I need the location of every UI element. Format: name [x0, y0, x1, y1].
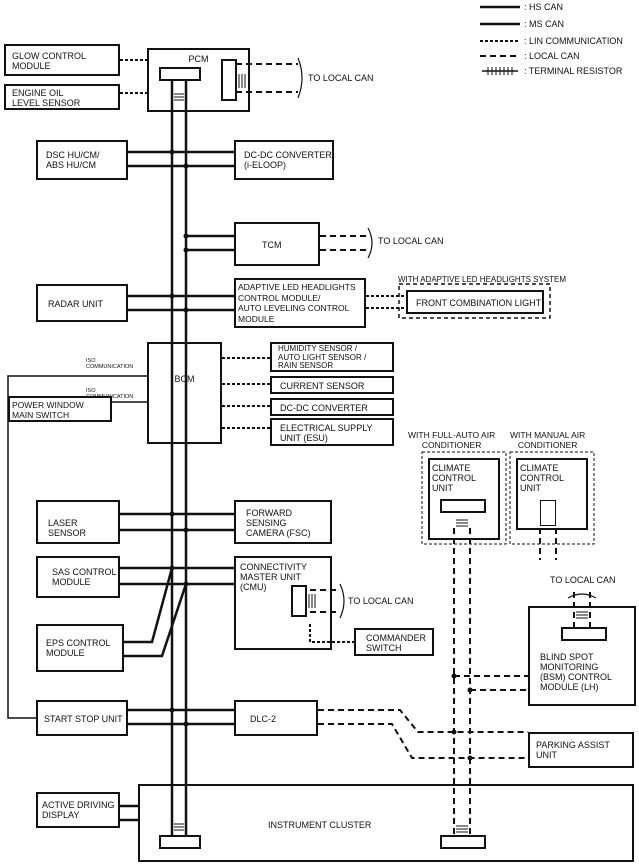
legend-ms-can: : MS CAN: [524, 19, 565, 29]
esu-label: ELECTRICAL SUPPLY UNIT (ESU): [280, 423, 373, 443]
parking-assist-label: PARKING ASSIST UNIT: [536, 740, 610, 760]
dcdc-converter: DC-DC CONVERTER: [270, 398, 394, 416]
sas-control-module: SAS CONTROL MODULE: [36, 556, 120, 598]
with-full-auto-note: WITH FULL-AUTO AIR CONDITIONER: [408, 430, 496, 450]
eps-label: EPS CONTROL MODULE: [46, 638, 111, 658]
engine-oil-label: ENGINE OIL LEVEL SENSOR: [12, 88, 81, 108]
power-window-label: POWER WINDOW MAIN SWITCH: [12, 400, 84, 420]
iso-comm-label-1: ISO COMMUNICATION: [86, 358, 134, 370]
esu-module: ELECTRICAL SUPPLY UNIT (ESU): [270, 418, 394, 446]
dcdc-ieloop-label: DC-DC CONVERTER (i-ELOOP): [244, 150, 332, 170]
climate-manual: CLIMATE CONTROL UNIT: [516, 458, 588, 530]
radar-unit: RADAR UNIT: [36, 284, 128, 322]
bsm-module: BLIND SPOT MONITORING (BSM) CONTROL MODU…: [528, 606, 636, 706]
legend-terminal-resistor: : TERMINAL RESISTOR: [524, 66, 623, 76]
active-driving-display: ACTIVE DRIVING DISPLAY: [36, 792, 120, 828]
commander-label: COMMANDER SWITCH: [366, 633, 426, 653]
bsm-label: BLIND SPOT MONITORING (BSM) CONTROL MODU…: [540, 652, 612, 692]
bcm-module: BCM: [147, 342, 222, 444]
legend-lin: : LIN COMMUNICATION: [524, 36, 623, 46]
humidity-label: HUMIDITY SENSOR / AUTO LIGHT SENSOR / RA…: [278, 344, 367, 370]
climate-full-label: CLIMATE CONTROL UNIT: [432, 463, 476, 493]
power-window-switch: POWER WINDOW MAIN SWITCH: [8, 396, 112, 422]
fsc-label: FORWARD SENSING CAMERA (FSC): [246, 508, 311, 538]
climate-manual-resistor: [540, 500, 556, 526]
with-adaptive-note: WITH ADAPTIVE LED HEADLIGHTS SYSTEM: [398, 275, 567, 284]
dcdc-ieloop-module: DC-DC CONVERTER (i-ELOOP): [234, 140, 334, 180]
eps-control-module: EPS CONTROL MODULE: [36, 624, 124, 672]
dlc2-label: DLC-2: [250, 714, 277, 724]
commander-switch: COMMANDER SWITCH: [354, 628, 434, 656]
cmu-module: CONNECTIVITY MASTER UNIT (CMU): [234, 556, 332, 650]
glow-control-module: GLOW CONTROL MODULE: [4, 44, 120, 76]
current-sensor: CURRENT SENSOR: [270, 376, 394, 394]
start-stop-unit: START STOP UNIT: [36, 700, 128, 736]
tcm-module: TCM: [234, 222, 320, 266]
dsc-module: DSC HU/CM/ ABS HU/CM: [36, 140, 128, 180]
pcm-label: PCM: [188, 54, 209, 64]
engine-oil-sensor: ENGINE OIL LEVEL SENSOR: [4, 84, 120, 110]
with-manual-note: WITH MANUAL AIR CONDITIONER: [510, 430, 586, 450]
dsc-label: DSC HU/CM/ ABS HU/CM: [46, 150, 100, 170]
instrument-cluster: INSTRUMENT CLUSTER: [138, 784, 634, 862]
instrument-cluster-label: INSTRUMENT CLUSTER: [268, 820, 372, 830]
laser-sensor: LASER SENSOR: [36, 500, 120, 544]
bsm-to-local-can: TO LOCAL CAN: [550, 575, 616, 585]
radar-label: RADAR UNIT: [48, 299, 104, 309]
legend-hs-can: : HS CAN: [524, 2, 564, 12]
sas-label: SAS CONTROL MODULE: [52, 567, 117, 587]
adaptive-headlights-module: ADAPTIVE LED HEADLIGHTS CONTROL MODULE/ …: [234, 278, 366, 328]
climate-full-auto: CLIMATE CONTROL UNIT: [428, 458, 500, 540]
legend-local-can: : LOCAL CAN: [524, 51, 580, 61]
tcm-label: TCM: [262, 240, 282, 250]
climate-manual-label: CLIMATE CONTROL UNIT: [520, 463, 564, 493]
adaptive-headlights-label: ADAPTIVE LED HEADLIGHTS CONTROL MODULE/ …: [238, 282, 356, 324]
parking-assist-unit: PARKING ASSIST UNIT: [528, 732, 634, 768]
glow-control-label: GLOW CONTROL MODULE: [12, 51, 87, 71]
bcm-label: BCM: [174, 374, 195, 384]
start-stop-label: START STOP UNIT: [44, 714, 123, 724]
pcm-to-local-can: TO LOCAL CAN: [308, 73, 374, 83]
cmu-to-local-can: TO LOCAL CAN: [348, 596, 414, 606]
laser-label: LASER SENSOR: [48, 518, 87, 538]
pcm-module: PCM: [147, 48, 250, 112]
dlc2-connector: DLC-2: [234, 700, 318, 736]
current-sensor-label: CURRENT SENSOR: [280, 381, 365, 391]
cmu-label: CONNECTIVITY MASTER UNIT (CMU): [240, 562, 308, 592]
active-display-label: ACTIVE DRIVING DISPLAY: [42, 800, 115, 820]
dcdc-label: DC-DC CONVERTER: [280, 403, 368, 413]
fsc-module: FORWARD SENSING CAMERA (FSC): [234, 500, 332, 544]
tcm-to-local-can: TO LOCAL CAN: [378, 236, 444, 246]
front-combination-light: FRONT COMBINATION LIGHT: [406, 290, 544, 314]
humidity-sensor: HUMIDITY SENSOR / AUTO LIGHT SENSOR / RA…: [270, 342, 394, 372]
front-combination-label: FRONT COMBINATION LIGHT: [416, 298, 542, 308]
